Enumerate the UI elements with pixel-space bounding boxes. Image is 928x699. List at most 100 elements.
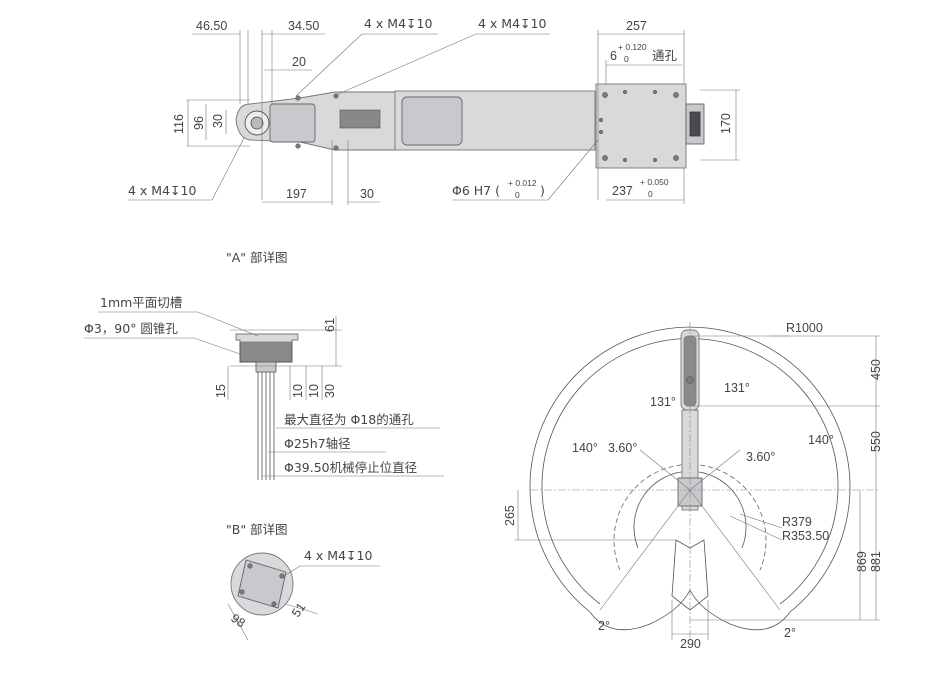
- arm-motor-cover: [401, 96, 463, 146]
- base-hole: [622, 157, 628, 163]
- detail-b-title: "B" 部详图: [226, 522, 288, 537]
- angle-360-left: 3.60°: [608, 441, 637, 455]
- r379-label: R379: [782, 515, 812, 529]
- base-hole: [598, 117, 604, 123]
- spline-shaft-inner: [250, 116, 264, 130]
- base-connector-port: [689, 111, 701, 137]
- angle-ray: [689, 489, 781, 611]
- flange-square: [237, 559, 287, 609]
- leader: [335, 33, 477, 96]
- dim-15: 15: [214, 384, 228, 398]
- dim-34-50: 34.50: [288, 19, 319, 33]
- leader: [283, 565, 301, 577]
- m4-hole: [279, 573, 285, 579]
- phi6-label: Φ6 H7 (: [452, 183, 500, 198]
- flange-shadow: [239, 341, 293, 363]
- m4-hole: [333, 93, 339, 99]
- angle-140-left: 140°: [572, 441, 598, 455]
- dim-265: 265: [503, 505, 517, 526]
- detail-a: "A" 部详图 1mm平面切槽 Φ3，90° 圆锥孔 61 15 10 10 3…: [84, 250, 444, 480]
- tol-237-lower: 0: [648, 189, 653, 199]
- leader: [98, 311, 259, 337]
- r1000-label: R1000: [786, 321, 823, 335]
- callout-m4-b: 4 x M4↧10: [478, 16, 546, 31]
- angle-ray: [639, 449, 691, 491]
- dim-10a: 10: [291, 384, 305, 398]
- leader: [211, 137, 245, 201]
- dim-30: 30: [323, 384, 337, 398]
- dim-6: 6: [610, 49, 617, 63]
- leader: [547, 139, 599, 201]
- m4-hole: [333, 145, 339, 151]
- angle-ray: [689, 449, 741, 491]
- dim-170: 170: [719, 113, 733, 134]
- base-hole: [673, 92, 679, 98]
- callout-b: 4 x M4↧10: [304, 548, 372, 563]
- workspace-view: R1000 450 550 131° 131° 140° 140° 3.60° …: [503, 321, 883, 651]
- base-hole: [652, 157, 658, 163]
- leader: [295, 33, 363, 97]
- r353-label: R353.50: [782, 529, 829, 543]
- dim-61: 61: [323, 318, 337, 332]
- shaft-collar: [255, 361, 277, 373]
- dim-290: 290: [680, 637, 701, 651]
- dim-51: 51: [289, 600, 308, 619]
- leader: [84, 337, 241, 355]
- note-stop: Φ39.50机械停止位直径: [284, 460, 417, 475]
- dim-869: 869: [855, 551, 869, 572]
- through-hole-label: 通孔: [652, 48, 678, 63]
- dim-10b: 10: [307, 384, 321, 398]
- m4-hole: [239, 589, 245, 595]
- tol-6-upper: + 0.120: [618, 42, 647, 52]
- dim-197: 197: [286, 187, 307, 201]
- m4-hole: [271, 601, 277, 607]
- note-shaft: Φ25h7轴径: [284, 436, 351, 451]
- dim-96: 96: [192, 116, 206, 130]
- phi6-close: ): [540, 183, 545, 198]
- m4-hole: [295, 143, 301, 149]
- arm-joint-cover: [269, 103, 316, 143]
- m4-hole: [247, 563, 253, 569]
- base-plate: [595, 83, 687, 169]
- detail-a-title: "A" 部详图: [226, 250, 288, 265]
- base-hole: [652, 89, 658, 95]
- note-max-dia: 最大直径为 Φ18的通孔: [284, 412, 414, 427]
- tol-237-upper: + 0.050: [640, 177, 669, 187]
- angle-140-right: 140°: [808, 433, 834, 447]
- angle-2-right: 2°: [784, 626, 796, 640]
- angle-2-left: 2°: [598, 619, 610, 633]
- phi6-upper: + 0.012: [508, 178, 537, 188]
- base-hole: [598, 129, 604, 135]
- dim-46-50: 46.50: [196, 19, 227, 33]
- dim-550: 550: [869, 431, 883, 452]
- dim-116: 116: [172, 114, 186, 134]
- top-view: 46.50 34.50 20 4 x M4↧10 4 x M4↧10 257 6…: [128, 16, 740, 205]
- dim-20: 20: [292, 55, 306, 69]
- dim-98: 98: [228, 611, 247, 630]
- dim-30-left: 30: [211, 114, 225, 128]
- dim-237: 237: [612, 184, 633, 198]
- tol-6-lower: 0: [624, 54, 629, 64]
- angle-360-right: 3.60°: [746, 450, 775, 464]
- callout-m4-c: 4 x M4↧10: [128, 183, 196, 198]
- leader: [729, 515, 783, 541]
- base-hole: [602, 155, 608, 161]
- detail-b: "B" 部详图 4 x M4↧10 98 51: [226, 522, 380, 641]
- arm-cable-slot: [339, 109, 381, 129]
- m4-hole: [295, 95, 301, 101]
- base-hole: [602, 92, 608, 98]
- angle-131-left: 131°: [650, 395, 676, 409]
- base-hole: [622, 89, 628, 95]
- leader: [739, 513, 783, 529]
- dim-30-bottom: 30: [360, 187, 374, 201]
- note-cone: Φ3，90° 圆锥孔: [84, 321, 178, 336]
- dim-450: 450: [869, 359, 883, 380]
- phi6-lower: 0: [515, 190, 520, 200]
- dim-881: 881: [869, 551, 883, 572]
- dim-line: [227, 603, 249, 641]
- base-hole: [673, 155, 679, 161]
- angle-ray: [599, 489, 691, 611]
- dim-257: 257: [626, 19, 647, 33]
- callout-m4-a: 4 x M4↧10: [364, 16, 432, 31]
